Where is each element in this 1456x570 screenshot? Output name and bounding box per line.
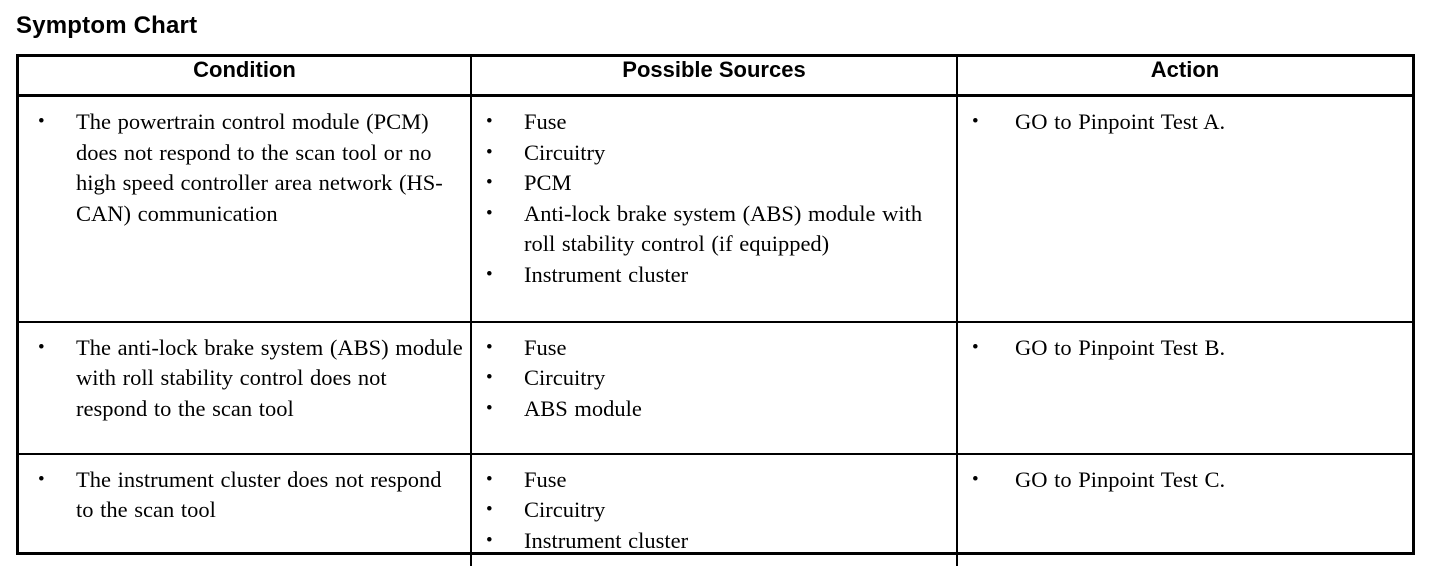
condition-list: The anti-lock brake system (ABS) module … xyxy=(19,333,464,425)
possible-sources-list: Fuse Circuitry Instrument cluster xyxy=(472,465,950,557)
list-item: Instrument cluster xyxy=(472,260,950,291)
list-item: Anti-lock brake system (ABS) module with… xyxy=(472,199,950,260)
cell-possible-sources: Fuse Circuitry PCM Anti-lock brake syste… xyxy=(470,95,957,322)
list-item: The anti-lock brake system (ABS) module … xyxy=(19,333,464,425)
action-list: GO to Pinpoint Test C. xyxy=(958,465,1406,496)
column-header-action: Action xyxy=(956,57,1412,97)
list-item: ABS module xyxy=(472,394,950,425)
condition-list: The powertrain control module (PCM) does… xyxy=(19,107,464,229)
cell-action: GO to Pinpoint Test B. xyxy=(956,320,1412,454)
list-item: Fuse xyxy=(472,107,950,138)
cell-possible-sources: Fuse Circuitry Instrument cluster xyxy=(470,452,957,566)
list-item: Instrument cluster xyxy=(472,526,950,557)
list-item: Circuitry xyxy=(472,363,950,394)
list-item: Fuse xyxy=(472,465,950,496)
column-header-possible-sources: Possible Sources xyxy=(470,57,957,97)
table-body: The powertrain control module (PCM) does… xyxy=(19,95,1412,566)
table-header: Condition Possible Sources Action xyxy=(19,57,1412,97)
list-item: GO to Pinpoint Test A. xyxy=(958,107,1406,138)
cell-condition: The powertrain control module (PCM) does… xyxy=(19,96,471,322)
cell-action: GO to Pinpoint Test C. xyxy=(956,452,1412,566)
cell-condition: The anti-lock brake system (ABS) module … xyxy=(19,320,471,454)
table-header-row: Condition Possible Sources Action xyxy=(19,57,1412,97)
possible-sources-list: Fuse Circuitry PCM Anti-lock brake syste… xyxy=(472,107,950,290)
list-item: GO to Pinpoint Test C. xyxy=(958,465,1406,496)
condition-list: The instrument cluster does not respond … xyxy=(19,465,464,526)
cell-possible-sources: Fuse Circuitry ABS module xyxy=(470,320,957,454)
column-header-condition: Condition xyxy=(19,57,471,97)
list-item: GO to Pinpoint Test B. xyxy=(958,333,1406,364)
action-list: GO to Pinpoint Test B. xyxy=(958,333,1406,364)
list-item: The powertrain control module (PCM) does… xyxy=(19,107,464,229)
symptom-chart-table: Condition Possible Sources Action The po… xyxy=(19,57,1412,566)
list-item: Circuitry xyxy=(472,495,950,526)
table-row: The instrument cluster does not respond … xyxy=(19,452,1412,566)
list-item: The instrument cluster does not respond … xyxy=(19,465,464,526)
list-item: PCM xyxy=(472,168,950,199)
symptom-chart-table-container: Condition Possible Sources Action The po… xyxy=(16,54,1415,566)
cell-condition: The instrument cluster does not respond … xyxy=(19,452,471,566)
table-row: The anti-lock brake system (ABS) module … xyxy=(19,320,1412,454)
table-row: The powertrain control module (PCM) does… xyxy=(19,95,1412,322)
page-title: Symptom Chart xyxy=(16,12,198,39)
cell-action: GO to Pinpoint Test A. xyxy=(956,95,1412,322)
action-list: GO to Pinpoint Test A. xyxy=(958,107,1406,138)
possible-sources-list: Fuse Circuitry ABS module xyxy=(472,333,950,425)
list-item: Circuitry xyxy=(472,138,950,169)
list-item: Fuse xyxy=(472,333,950,364)
